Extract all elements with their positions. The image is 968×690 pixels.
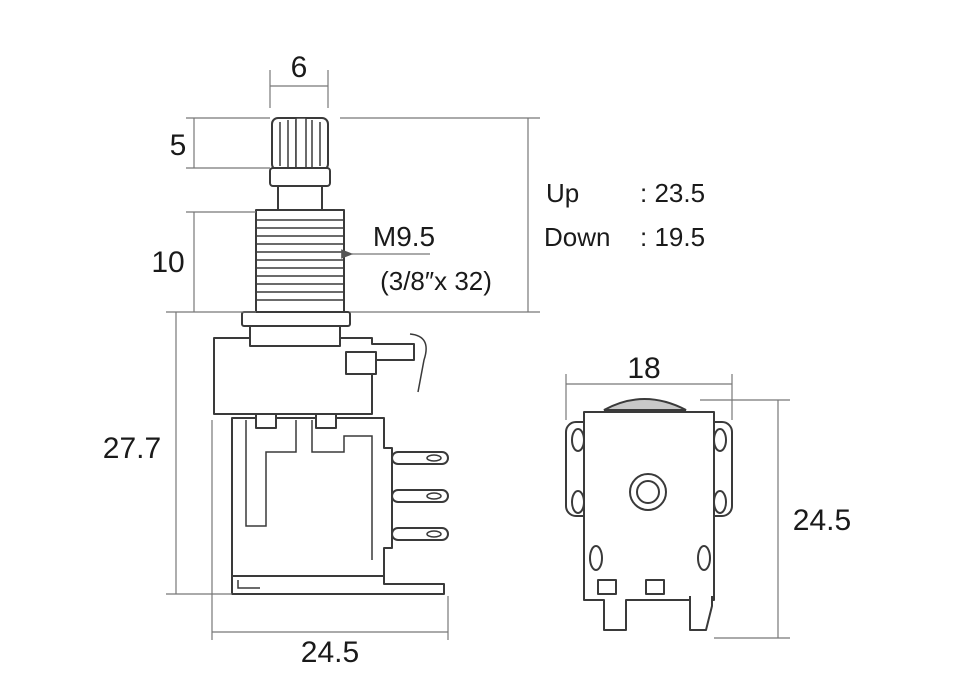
thread-imperial-label: (3/8″x 32) [380,266,492,296]
side-dimension-lines [565,374,790,639]
front-view [166,70,540,640]
travel-down-label: Down [544,222,610,252]
dim-knurl-height: 5 [170,129,187,162]
threaded-bushing [241,209,351,327]
side-view [565,374,790,639]
travel-down-value: : 19.5 [640,222,705,252]
pot-body [213,325,449,595]
dim-shaft-width: 6 [291,51,308,84]
thread-metric-label: M9.5 [373,221,435,252]
travel-up-value: : 23.5 [640,178,705,208]
travel-up-label: Up [546,178,579,208]
knurled-shaft [269,117,331,211]
dim-bushing-height: 10 [151,246,184,279]
dim-body-height: 27.7 [103,432,161,465]
dim-side-height: 24.5 [793,504,851,537]
terminal-lugs [391,451,449,541]
front-dimension-lines [166,70,540,640]
dim-side-width: 18 [627,352,660,385]
dim-body-width: 24.5 [301,636,359,669]
